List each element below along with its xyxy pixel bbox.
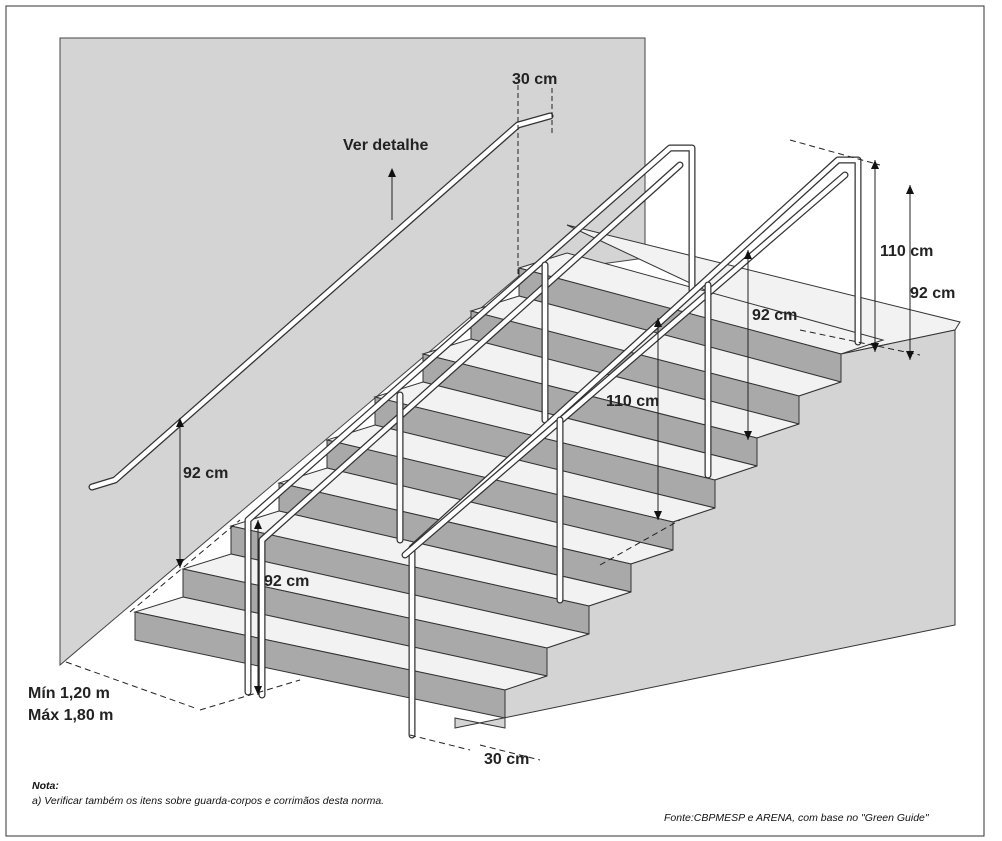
dimension-line — [799, 329, 921, 356]
left-guardrail-upper-fill — [245, 145, 695, 695]
label-mid-110cm: 110 cm — [606, 393, 659, 410]
arrowhead-icon — [906, 351, 914, 360]
arrowhead-icon — [254, 686, 262, 695]
arrowhead-icon — [176, 559, 184, 568]
label-right-92cm: 92 cm — [910, 285, 955, 302]
handrails — [88, 112, 862, 739]
frame-border — [5, 5, 985, 837]
note-title: Nota: — [32, 780, 59, 792]
label-wall-92cm: 92 cm — [183, 465, 228, 482]
left-guardrail-lower-fill — [259, 162, 683, 698]
label-max-width: Máx 1,80 m — [28, 707, 113, 724]
wall-handrail-fill — [89, 113, 553, 490]
dimension-line — [599, 519, 681, 566]
label-mid-92cm: 92 cm — [752, 307, 797, 324]
label-right-110cm: 110 cm — [880, 243, 933, 260]
arrowhead-icon — [254, 520, 262, 529]
arrowhead-icon — [871, 343, 879, 352]
label-bottom-30cm: 30 cm — [484, 751, 529, 768]
dimension-lines — [65, 85, 921, 761]
dimension-line — [409, 734, 471, 751]
side-wall — [454, 329, 956, 729]
label-top-30cm: 30 cm — [512, 71, 557, 88]
dimension-line — [479, 744, 541, 761]
arrowhead-icon — [744, 250, 752, 259]
note-text: a) Verificar também os itens sobre guard… — [32, 795, 385, 807]
arrowhead-icon — [176, 418, 184, 427]
source-credit: Fonte:CBPMESP e ARENA, com base no "Gree… — [664, 812, 929, 824]
arrowhead-icon — [388, 168, 396, 177]
stair-steps — [133, 224, 961, 729]
arrowhead-icon — [906, 185, 914, 194]
arrowhead-icon — [654, 318, 662, 327]
label-left-92cm: 92 cm — [264, 573, 309, 590]
arrowhead-icon — [744, 431, 752, 440]
arrowhead-icon — [654, 511, 662, 520]
dimension-line — [65, 661, 196, 709]
dimension-line — [789, 139, 881, 166]
right-guardrail-upper-fill — [409, 157, 861, 738]
label-ver-detalhe: Ver detalhe — [343, 137, 428, 154]
right-guardrail-lower-fill — [402, 172, 848, 558]
arrowhead-icon — [871, 160, 879, 169]
dimension-line — [129, 519, 241, 613]
label-min-width: Mín 1,20 m — [28, 685, 110, 702]
dimension-line — [199, 679, 301, 711]
